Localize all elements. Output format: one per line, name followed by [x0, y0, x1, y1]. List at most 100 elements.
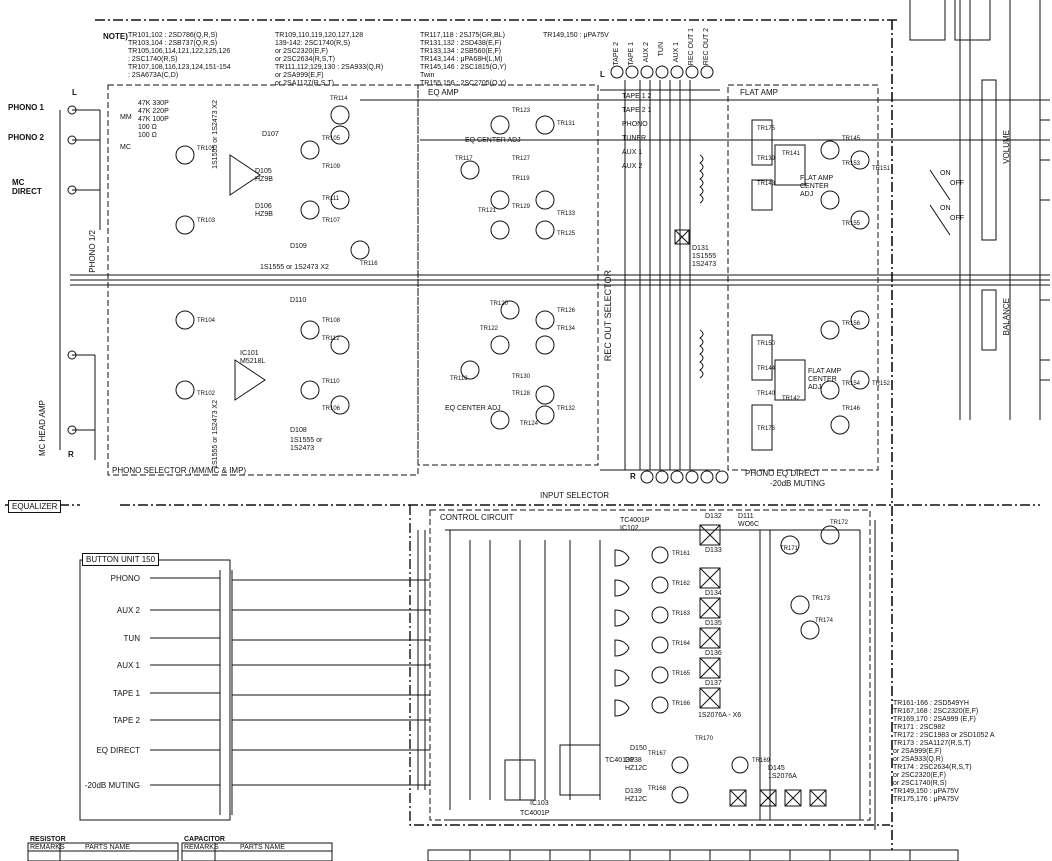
transistor-tag: TR146	[842, 406, 861, 412]
jack-label: AUX 1	[673, 42, 680, 63]
transistor-tag: TR169	[752, 758, 771, 764]
transistor-notes: TR161-166 : 2SD549YH TR167,168 : 2SC2320…	[893, 700, 995, 804]
d134-label: D134	[705, 590, 722, 597]
tr-note: TR171 : 2SC982	[893, 724, 946, 731]
transistor-tag: TR153	[842, 161, 861, 167]
jack-label: REC OUT 1	[688, 28, 695, 66]
note-line: TR117,118 : 2SJ75(GR,BL)	[420, 32, 505, 39]
selector-label-list: TAPE 1 2 TAPE 2 1 PHONO TUNER AUX 1 AUX …	[622, 93, 651, 177]
transistor-tag: TR163	[672, 611, 691, 617]
selector-label: TUNER	[622, 135, 647, 142]
note-line: or 2SC2320(E,F)	[275, 48, 328, 55]
transistor-tag: TR129	[512, 204, 531, 210]
transistor-tag: TR128	[512, 391, 531, 397]
diode-1s1555-c: 1S1555 or 1S2473	[290, 437, 323, 452]
transistor-tag: TR140	[757, 391, 776, 397]
volume-label: VOLUME	[1002, 130, 1011, 164]
tr-tags: TR114TR105TR109TR111TR107TR101TR103TR116…	[197, 96, 891, 792]
transistor-tag: TR161	[672, 551, 691, 557]
transistor-tag: TR120	[490, 301, 509, 307]
transistor-tag: TR170	[695, 736, 714, 742]
tr-note: or 2SC1740(R,S)	[893, 780, 947, 787]
note-col4: TR149,150 : μPA75V	[543, 32, 609, 39]
note-line: TR143,144 : μPA68H(L,M)	[420, 56, 503, 63]
rec-out-selector-label: REC OUT SELECTOR	[603, 270, 613, 362]
flat-amp-box	[727, 84, 879, 471]
ic104-label: TC4013P	[605, 757, 635, 764]
bottom-jack-R: R	[630, 472, 636, 481]
load-res: 47K 330P	[138, 100, 169, 107]
button-tun[interactable]: TUN	[123, 634, 140, 643]
note-line: TR111,112,129,130 : 2SA933(Q,R)	[275, 64, 384, 71]
jack-label: TAPE 2	[613, 42, 620, 66]
selector-label: AUX 1	[622, 149, 643, 156]
phono2-label: PHONO 2	[8, 133, 45, 142]
top-jacks	[610, 65, 714, 79]
diode-1s1555-b: 1S1555 or 1S2473 X2	[212, 100, 219, 169]
control-circuit-label: CONTROL CIRCUIT	[440, 513, 514, 522]
d138-label: D138 HZ12C	[625, 757, 648, 772]
boundary-ctrl	[409, 505, 890, 826]
button-aux2[interactable]: AUX 2	[116, 606, 140, 615]
transistor-tag: TR154	[842, 381, 861, 387]
mc-label: MC	[120, 144, 131, 151]
button-unit-title: BUTTON UNIT 150	[82, 553, 160, 566]
ic103b-label: TC4001P	[520, 810, 550, 817]
transistor-tag: TR130	[512, 374, 531, 380]
button-eq-direct[interactable]: EQ DIRECT	[96, 746, 140, 755]
channel-L-label: L	[72, 88, 77, 97]
transistor-tag: TR144	[757, 366, 776, 372]
legend-remarks-cap: REMARKS	[184, 844, 219, 851]
transistor-tag: TR151	[872, 166, 891, 172]
selector-label: TAPE 2 1	[622, 107, 652, 114]
button-aux1[interactable]: AUX 1	[116, 661, 140, 670]
note-line: : 2SA673A(C,D)	[128, 72, 179, 79]
note-line: or 2SA1127(R,S,T)	[275, 80, 335, 87]
transistor-tag: TR111	[322, 196, 340, 202]
tr-note: TR169,170 : 2SA999 (E,F)	[893, 716, 976, 723]
eq-center-adj-lower: EQ CENTER ADJ	[445, 405, 501, 412]
note-line: TR103,104 : 2SB737(Q,R,S)	[128, 40, 218, 47]
balance-label: BALANCE	[1002, 298, 1011, 336]
transistor-tag: TR171	[780, 546, 799, 552]
notes-col2: TR109,110,119,120,127,128 139-142: 2SC17…	[275, 32, 383, 88]
transistor-tag: TR103	[197, 218, 216, 224]
ic102-label: TC4001P IC102	[620, 517, 650, 532]
selector-label: TAPE 1 2	[622, 93, 652, 100]
jack-label: AUX 2	[643, 42, 650, 63]
input-selector-label: INPUT SELECTOR	[540, 491, 610, 500]
d139-label: D139 HZ12C	[625, 788, 648, 803]
transistor-tag: TR117	[455, 156, 473, 162]
switch-on-2: ON	[940, 205, 951, 212]
flat-amp-center-adj-upper: FLAT AMP CENTER ADJ	[800, 175, 834, 198]
transistor-tag: TR131	[557, 121, 576, 127]
jack-label: TUN	[658, 42, 665, 57]
tr-note: TR175,176 : μPA75V	[893, 796, 959, 803]
opamp-upper	[229, 154, 261, 196]
button-tape2[interactable]: TAPE 2	[113, 716, 140, 725]
button-tape1[interactable]: TAPE 1	[113, 689, 140, 698]
tr-note: TR174 : 2SC2634(R,S,T)	[893, 764, 972, 771]
channel-R-label: R	[68, 450, 74, 459]
button-muting[interactable]: -20dB MUTING	[84, 781, 140, 790]
button-phono[interactable]: PHONO	[110, 574, 140, 583]
transistor-tag: TR166	[672, 701, 691, 707]
d109-label: D109	[290, 243, 307, 250]
d131-label: D131 1S1555 1S2473	[692, 245, 717, 268]
transistor-tag: TR123	[512, 108, 531, 114]
transistor-tag: TR104	[197, 318, 216, 324]
d2076-label: 1S2076A - X6	[698, 712, 742, 719]
transistor-tag: TR121	[478, 208, 497, 214]
notes-col3: TR117,118 : 2SJ75(GR,BL) TR131,132 : 2SD…	[420, 32, 506, 88]
phono-selector-label: PHONO SELECTOR (MM/MC & IMP)	[112, 466, 247, 475]
d136-label: D136	[705, 650, 722, 657]
note-line: TR145,146 : 2SC1815(O,Y)	[420, 64, 507, 71]
transistor-tag: TR105	[322, 136, 341, 142]
note-line: : 2SC1740(R,S)	[128, 56, 178, 63]
muting-label: -20dB MUTING	[770, 479, 826, 488]
transistor-tag: TR127	[512, 156, 531, 162]
mm-label: MM	[120, 114, 132, 121]
transistor-tag: TR114	[330, 96, 348, 102]
tr-note: TR173 : 2SA1127(R,S,T)	[893, 740, 971, 747]
note-line: Twin	[420, 72, 435, 79]
